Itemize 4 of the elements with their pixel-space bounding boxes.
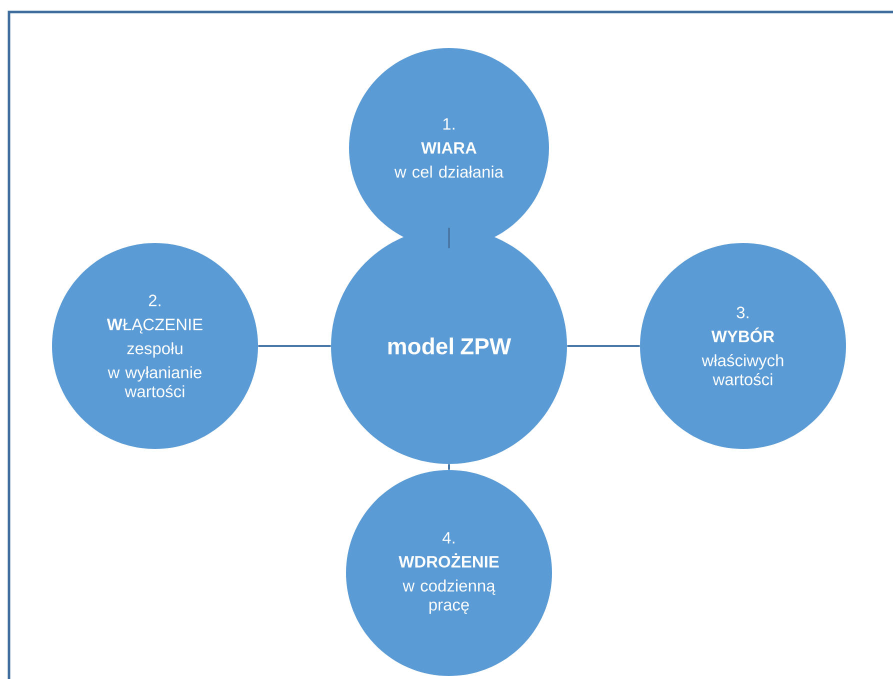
connector-line	[448, 228, 450, 248]
connector-line	[258, 344, 331, 347]
connector-line	[448, 464, 450, 470]
connector-line	[567, 344, 640, 347]
